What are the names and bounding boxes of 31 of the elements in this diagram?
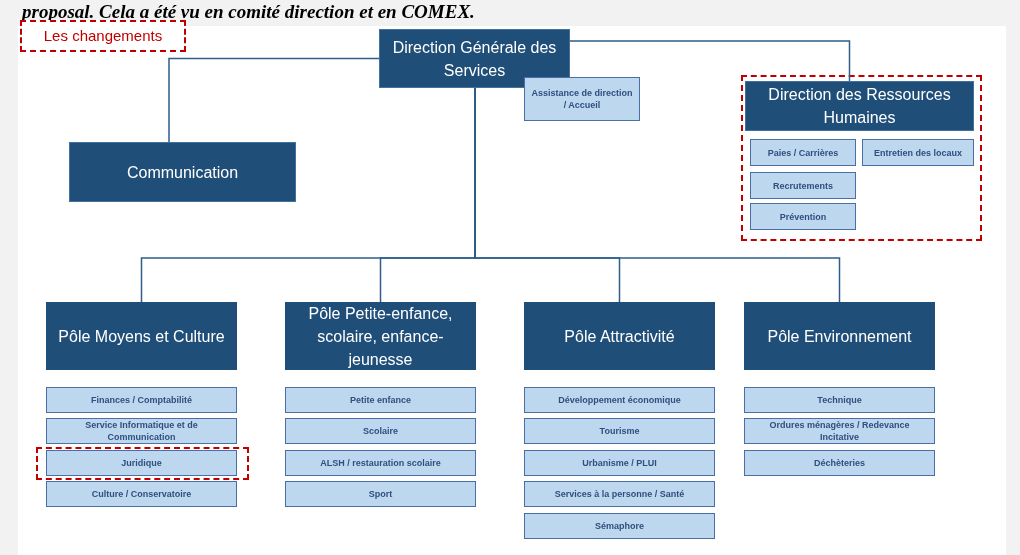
note-box: Les changements — [20, 20, 186, 52]
service-box: Assistance de direction / Accueil — [524, 77, 640, 121]
service-box: Sport — [285, 481, 476, 507]
service-box: Petite enfance — [285, 387, 476, 413]
service-box: Culture / Conservatoire — [46, 481, 237, 507]
service-box: Entretien des locaux — [862, 139, 974, 166]
connector-line — [168, 57, 380, 143]
service-box: Ordures ménagères / Redevance Incitative — [744, 418, 935, 444]
service-box: Service Informatique et de Communication — [46, 418, 237, 444]
service-box: Services à la personne / Santé — [524, 481, 715, 507]
service-box: Paies / Carrières — [750, 139, 856, 166]
department-box: Pôle Moyens et Culture — [46, 302, 237, 370]
department-box: Pôle Attractivité — [524, 302, 715, 370]
service-box: ALSH / restauration scolaire — [285, 450, 476, 476]
service-box: Recrutements — [750, 172, 856, 199]
service-box: Sémaphore — [524, 513, 715, 539]
service-box: Prévention — [750, 203, 856, 230]
service-box: Finances / Comptabilité — [46, 387, 237, 413]
service-box: Technique — [744, 387, 935, 413]
department-box: Pôle Petite-enfance, scolaire, enfance-jeunesse — [285, 302, 476, 370]
service-box: Urbanisme / PLUI — [524, 450, 715, 476]
connector-line — [569, 40, 851, 82]
department-box: Pôle Environnement — [744, 302, 935, 370]
department-box: Communication — [69, 142, 296, 202]
service-box: Développement économique — [524, 387, 715, 413]
service-box: Tourisme — [524, 418, 715, 444]
service-box: Scolaire — [285, 418, 476, 444]
service-box: Déchèteries — [744, 450, 935, 476]
department-box: Direction des Ressources Humaines — [745, 81, 974, 131]
service-box: Juridique — [46, 450, 237, 476]
department-box: Direction Générale des Services — [379, 29, 570, 88]
